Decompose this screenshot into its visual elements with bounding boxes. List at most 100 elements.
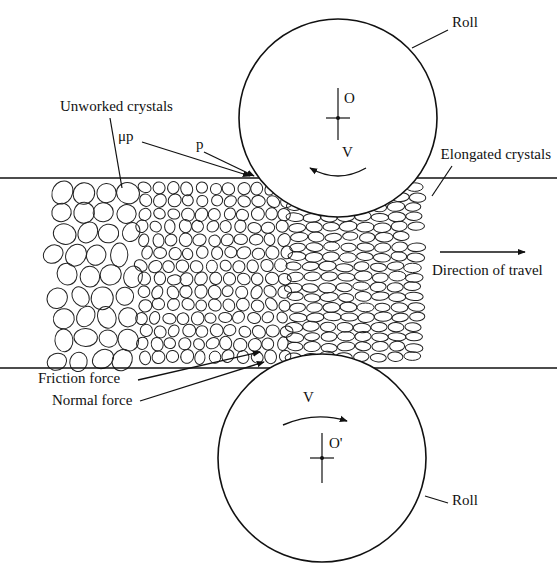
crystal-grain [206, 260, 217, 273]
crystal-grain [234, 234, 248, 245]
crystal-grain [178, 284, 194, 300]
crystal-grain [258, 257, 275, 274]
crystal-grain [263, 296, 280, 313]
crystal-grain [387, 261, 404, 271]
crystal-grain [83, 242, 110, 269]
crystal-grain [374, 312, 392, 322]
crystal-grain [261, 337, 275, 351]
crystal-grain [392, 313, 409, 323]
crystal-grain [154, 272, 166, 286]
crystal-grain [304, 332, 319, 341]
crystal-grain [138, 233, 150, 247]
crystal-grain [343, 232, 358, 240]
crystal-grain [218, 335, 233, 351]
crystal-grain [190, 218, 206, 234]
crystal-grain [181, 322, 198, 338]
crystal-grain [179, 347, 196, 365]
crystal-grain [209, 193, 225, 208]
travel-arrow [440, 251, 525, 253]
crystal-grain [153, 233, 165, 247]
crystal-grain [375, 303, 390, 312]
crystal-grain [356, 252, 373, 261]
roll-symbol: V [342, 144, 353, 161]
crystal-grain [249, 284, 264, 301]
leader-line [425, 496, 448, 503]
crystal-grain [206, 283, 223, 301]
crystal-grain [166, 323, 181, 339]
crystal-grain [354, 261, 370, 271]
crystal-grain [391, 221, 407, 232]
crystal-grain [275, 259, 287, 272]
crystal-grain [162, 336, 177, 350]
crystal-grain [73, 303, 99, 330]
crystal-grain [219, 347, 236, 364]
roll-symbol: V [303, 389, 314, 406]
crystal-grain [372, 341, 389, 351]
leader-line [432, 166, 452, 196]
crystal-grain [191, 336, 206, 351]
crystal-grain [275, 310, 290, 325]
crystal-grain [251, 195, 266, 208]
crystal-grain [286, 212, 304, 222]
crystal-grain [289, 303, 306, 313]
crystal-grain [132, 257, 149, 273]
crystal-grain [140, 245, 154, 261]
crystal-grain [302, 283, 319, 293]
crystal-grain [45, 350, 69, 373]
crystal-grain [178, 218, 193, 234]
crystal-grain [192, 233, 208, 248]
roll-symbol: O [344, 90, 355, 107]
crystal-grain [92, 202, 114, 223]
crystal-grain [251, 247, 265, 260]
crystal-grain [223, 206, 238, 221]
crystal-grain [405, 343, 423, 353]
crystal-grain [264, 271, 279, 286]
crystal-grain [51, 306, 76, 331]
crystal-grain [373, 253, 390, 262]
crystal-grain [138, 322, 154, 338]
crystal-grain [406, 212, 422, 221]
crystal-grain [325, 233, 342, 242]
crystal-grain [74, 218, 102, 247]
crystal-grain [54, 261, 80, 288]
crystal-grain [224, 245, 238, 258]
friction-force-arrow [138, 352, 260, 380]
crystal-grain [114, 202, 139, 227]
center-dot [336, 116, 340, 120]
crystal-grain [276, 336, 289, 352]
crystal-grain [136, 270, 152, 286]
crystal-grain [121, 264, 145, 290]
crystal-grain [220, 284, 235, 299]
crystal-grain [194, 324, 209, 339]
crystal-grain [249, 234, 264, 246]
crystal-grain [211, 247, 223, 260]
crystal-grain [263, 232, 277, 247]
crystal-grain [219, 312, 233, 322]
crystal-grain [166, 350, 180, 364]
crystal-grain [236, 271, 253, 287]
crystal-grain [249, 205, 267, 223]
crystal-grain [135, 335, 150, 351]
crystal-grain [405, 292, 423, 301]
crystal-grain [285, 322, 303, 332]
crystal-grain [115, 286, 134, 305]
crystal-grain [407, 253, 425, 263]
crystal-grain [356, 222, 374, 232]
crystal-grain [233, 219, 247, 234]
crystal-grain [387, 351, 403, 361]
crystal-grain [357, 242, 375, 251]
crystal-grain [287, 272, 304, 283]
crystal-grain [94, 304, 119, 331]
force-symbol: p [194, 136, 206, 153]
part-label: Elongated crystals [439, 146, 553, 163]
crystal-grain [97, 261, 125, 288]
crystal-grain [134, 218, 151, 235]
crystal-grain [323, 311, 341, 321]
crystal-grain [404, 352, 421, 361]
crystal-grain [168, 246, 183, 261]
crystal-grain [389, 293, 406, 302]
crystal-grain [372, 272, 388, 283]
crystal-grain [110, 243, 128, 268]
crystal-grain [405, 202, 421, 211]
crystal-grain [340, 253, 357, 263]
